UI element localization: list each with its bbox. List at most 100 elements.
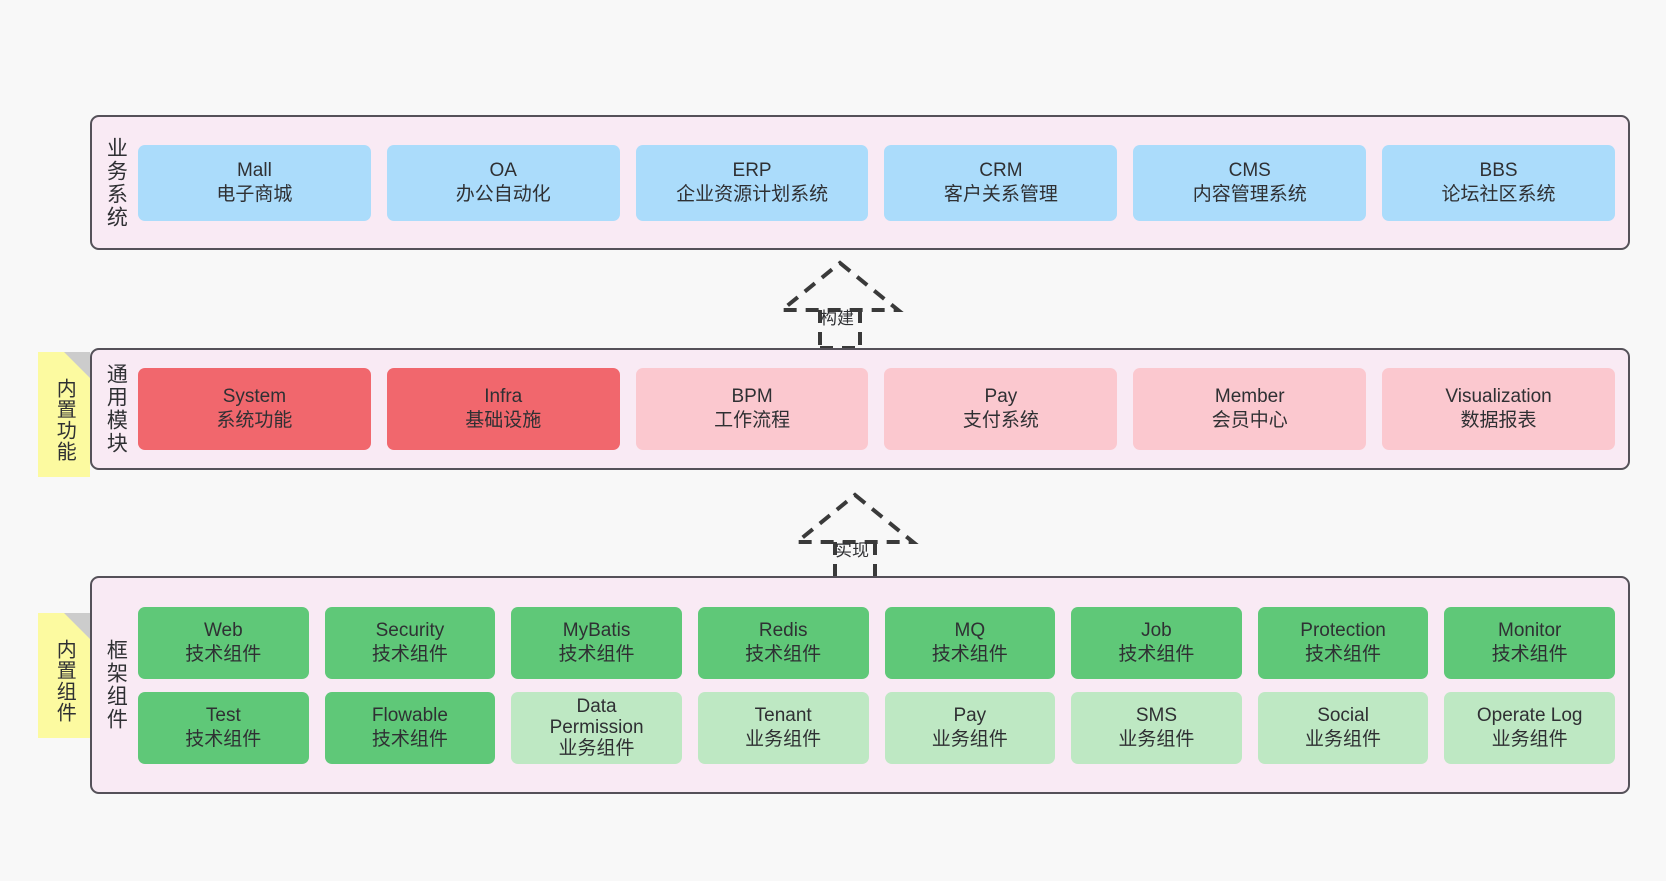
card-title: BBS xyxy=(1479,159,1518,181)
card-subtitle: 技术组件 xyxy=(1118,643,1195,665)
card-title: Web xyxy=(203,619,243,641)
card-flowable[interactable]: Flowable 技术组件 xyxy=(324,691,496,764)
build-arrow: 构建 xyxy=(750,258,940,350)
card-subtitle: 会员中心 xyxy=(1211,410,1288,431)
card-title: Test xyxy=(205,704,241,726)
card-title: CMS xyxy=(1228,159,1271,181)
card-subtitle: 业务组件 xyxy=(1305,728,1382,750)
card-bpm[interactable]: BPM 工作流程 xyxy=(635,368,869,450)
sticky-fold-icon xyxy=(64,352,90,378)
card-subtitle: 内容管理系统 xyxy=(1192,183,1307,205)
card-title: Social xyxy=(1317,704,1369,726)
card-crm[interactable]: CRM 客户关系管理 xyxy=(884,144,1118,221)
card-member[interactable]: Member 会员中心 xyxy=(1133,368,1367,450)
card-subtitle: 论坛社区系统 xyxy=(1441,183,1556,205)
card-title: System xyxy=(222,386,287,408)
card-title: CRM xyxy=(979,159,1023,181)
card-title: Tenant xyxy=(754,704,812,726)
card-title: SMS xyxy=(1135,704,1178,726)
card-title: Protection xyxy=(1300,619,1386,641)
build-arrow-label: 构建 xyxy=(820,309,854,328)
card-title: Job xyxy=(1141,619,1172,641)
card-tenant[interactable]: Tenant 业务组件 xyxy=(697,691,869,764)
card-pay[interactable]: Pay 支付系统 xyxy=(884,368,1118,450)
card-row-business: Test 技术组件 Flowable 技术组件 Data Permission … xyxy=(138,691,1615,764)
card-subtitle: 业务组件 xyxy=(931,728,1008,750)
card-oa[interactable]: OA 办公自动化 xyxy=(386,144,620,221)
implement-arrow: 实现 xyxy=(765,490,955,582)
card-title: Member xyxy=(1214,386,1285,408)
card-social[interactable]: Social 业务组件 xyxy=(1257,691,1429,764)
card-mq[interactable]: MQ 技术组件 xyxy=(884,606,1056,679)
card-redis[interactable]: Redis 技术组件 xyxy=(697,606,869,679)
sticky-fold-icon xyxy=(64,613,90,639)
card-data-permission[interactable]: Data Permission 业务组件 xyxy=(511,691,682,764)
card-subtitle: 技术组件 xyxy=(931,643,1008,665)
card-cms[interactable]: CMS 内容管理系统 xyxy=(1133,144,1367,221)
card-title: Visualization xyxy=(1445,386,1552,408)
card-mall[interactable]: Mall 电子商城 xyxy=(138,144,371,221)
card-title: BPM xyxy=(731,386,773,408)
implement-arrow-label: 实现 xyxy=(835,541,869,560)
card-monitor[interactable]: Monitor 技术组件 xyxy=(1444,606,1615,679)
card-subtitle: 客户关系管理 xyxy=(943,183,1058,205)
card-subtitle: 办公自动化 xyxy=(455,183,551,205)
card-subtitle: 技术组件 xyxy=(1491,643,1568,665)
card-bbs[interactable]: BBS 论坛社区系统 xyxy=(1382,144,1615,221)
layer-business-system: 业务系统 Mall 电子商城 OA 办公自动化 ERP 企业资源计划系统 CRM xyxy=(90,115,1630,250)
layer-title-text: 框架组件 xyxy=(104,639,128,731)
card-title: OA xyxy=(489,159,517,181)
card-security[interactable]: Security 技术组件 xyxy=(324,606,496,679)
card-subtitle: 系统功能 xyxy=(216,410,293,431)
card-title: Data Permission xyxy=(549,695,644,738)
layer-body-framework-component: Web 技术组件 Security 技术组件 MyBatis 技术组件 Redi… xyxy=(138,578,1628,792)
layer-body-common-module: System 系统功能 Infra 基础设施 BPM 工作流程 Pay 支付系统… xyxy=(138,350,1628,468)
card-sms[interactable]: SMS 业务组件 xyxy=(1071,691,1242,764)
card-subtitle: 基础设施 xyxy=(465,410,542,431)
card-subtitle: 技术组件 xyxy=(1305,643,1382,665)
card-subtitle: 技术组件 xyxy=(185,728,262,750)
card-title: Monitor xyxy=(1498,619,1562,641)
card-subtitle: 业务组件 xyxy=(1491,728,1568,750)
card-mybatis[interactable]: MyBatis 技术组件 xyxy=(511,606,682,679)
card-subtitle: 业务组件 xyxy=(1118,728,1195,750)
layer-title-business-system: 业务系统 xyxy=(92,117,138,248)
layer-title-text: 业务系统 xyxy=(104,136,128,229)
card-subtitle: 工作流程 xyxy=(714,410,791,431)
card-test[interactable]: Test 技术组件 xyxy=(138,691,309,764)
card-title: Pay xyxy=(953,704,987,726)
card-title: MQ xyxy=(954,619,986,641)
card-subtitle: 支付系统 xyxy=(962,410,1039,431)
card-subtitle: 业务组件 xyxy=(558,738,635,760)
card-protection[interactable]: Protection 技术组件 xyxy=(1257,606,1429,679)
sticky-note-text: 内置功能 xyxy=(53,378,76,462)
card-visualization[interactable]: Visualization 数据报表 xyxy=(1382,368,1615,450)
card-system[interactable]: System 系统功能 xyxy=(138,368,371,450)
card-operate-log[interactable]: Operate Log 业务组件 xyxy=(1444,691,1615,764)
card-title: ERP xyxy=(732,159,772,181)
card-title: MyBatis xyxy=(562,619,631,641)
card-job[interactable]: Job 技术组件 xyxy=(1071,606,1242,679)
card-title: Security xyxy=(375,619,445,641)
card-title: Flowable xyxy=(371,704,448,726)
card-row: System 系统功能 Infra 基础设施 BPM 工作流程 Pay 支付系统… xyxy=(138,368,1615,450)
layer-title-text: 通用模块 xyxy=(104,363,128,455)
card-subtitle: 技术组件 xyxy=(185,643,262,665)
card-subtitle: 数据报表 xyxy=(1460,410,1537,431)
card-web[interactable]: Web 技术组件 xyxy=(138,606,309,679)
card-infra[interactable]: Infra 基础设施 xyxy=(386,368,620,450)
card-title: Operate Log xyxy=(1476,704,1583,726)
card-title: Mall xyxy=(236,159,272,181)
card-erp[interactable]: ERP 企业资源计划系统 xyxy=(635,144,869,221)
card-subtitle: 技术组件 xyxy=(558,643,635,665)
layer-common-module: 通用模块 System 系统功能 Infra 基础设施 BPM 工作流程 Pay xyxy=(90,348,1630,470)
card-subtitle: 技术组件 xyxy=(371,728,448,750)
layer-framework-component: 框架组件 Web 技术组件 Security 技术组件 MyBatis 技术组件… xyxy=(90,576,1630,794)
card-subtitle: 电子商城 xyxy=(216,183,293,205)
card-subtitle: 业务组件 xyxy=(745,728,822,750)
layer-title-framework-component: 框架组件 xyxy=(92,578,138,792)
card-row: Mall 电子商城 OA 办公自动化 ERP 企业资源计划系统 CRM 客户关系… xyxy=(138,144,1615,221)
card-title: Infra xyxy=(484,386,523,408)
card-pay-component[interactable]: Pay 业务组件 xyxy=(884,691,1056,764)
